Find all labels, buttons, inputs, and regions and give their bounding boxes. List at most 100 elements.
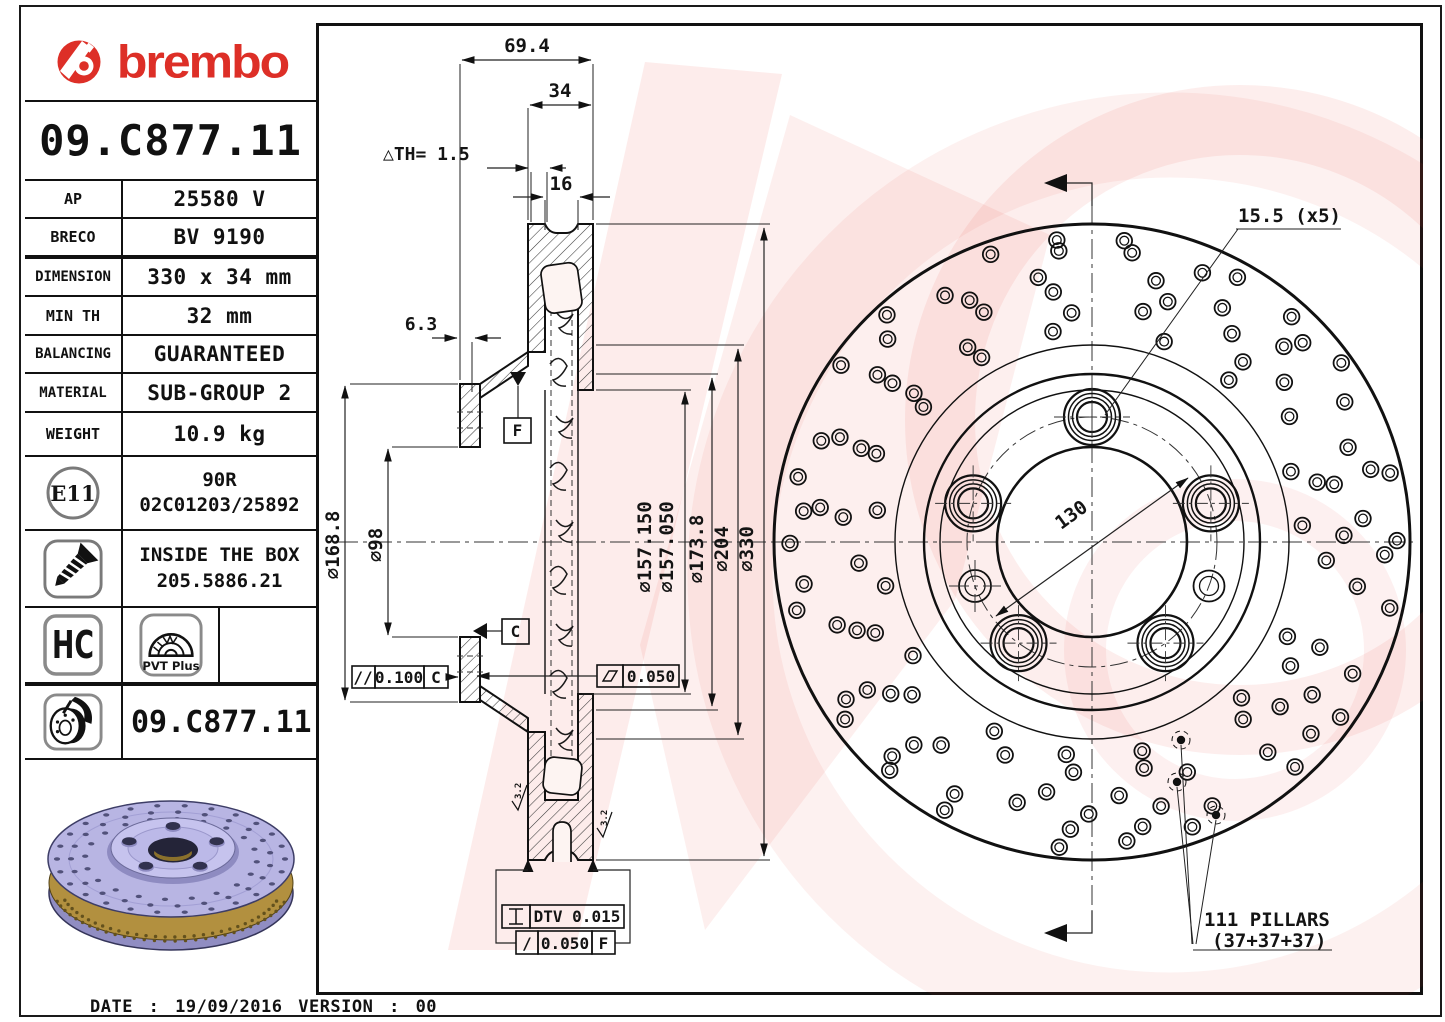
spec-value: SUB-GROUP 2 — [147, 380, 292, 405]
bolt-holes-3d — [121, 822, 225, 872]
vent-band-texture — [55, 898, 286, 943]
flatness-symbol — [601, 670, 619, 682]
dim-vent-width: 16 — [550, 173, 573, 195]
spec-label: BRECO — [50, 228, 96, 246]
datum-f-label: F — [513, 421, 523, 440]
part-number: 09.C877.11 — [39, 116, 302, 165]
spec-value: 32 mm — [186, 303, 253, 328]
hc-label: HC — [52, 623, 94, 667]
pillars-line2: (37+37+37) — [1212, 930, 1326, 952]
badges-row: HC PVT Plus — [25, 608, 316, 686]
dia-outer: ⌀330 — [736, 526, 758, 572]
spec-panel: brembo 09.C877.11 AP 25580 V BRECO BV 91… — [25, 23, 319, 995]
pvt-plus-label: PVT Plus — [142, 659, 199, 673]
spec-row-breco: BRECO BV 9190 — [25, 219, 316, 259]
spec-label: MATERIAL — [39, 384, 107, 401]
spec-label: DIMENSION — [35, 269, 111, 285]
svg-text:3.2: 3.2 — [514, 783, 524, 799]
svg-text:3.2: 3.2 — [600, 810, 610, 826]
spec-row-dimension: DIMENSION 330 x 34 mm — [25, 259, 316, 297]
hat-circle — [922, 372, 1262, 712]
datum-c-triangle — [473, 623, 487, 639]
cross-drilled-hole-section-bottom — [542, 756, 583, 796]
spec-value: 25580 V — [173, 187, 266, 211]
locating-hole-right — [1192, 569, 1226, 603]
pillars-callout: 111 PILLARS (37+37+37) — [1167, 730, 1332, 952]
homologation-row: E11 90R 02C01203/25892 — [25, 457, 316, 531]
e11-badge-icon: E11 — [46, 466, 100, 520]
homologation-line1: 90R — [202, 468, 237, 491]
brembo-logo: brembo — [25, 23, 316, 102]
dtv-runout-tolerances: DTV 0.015 / 0.050 F — [495, 859, 631, 955]
spec-value: 330 x 34 mm — [147, 265, 292, 289]
dia-inner-step-1: ⌀157.150 — [634, 501, 656, 593]
vent-pillars-detail — [549, 311, 574, 751]
dim-flange-thickness: 6.3 — [405, 314, 438, 335]
dim-total-width: 69.4 — [504, 35, 550, 57]
runout-symbol: / — [522, 934, 532, 953]
e11-mark: E11 — [50, 481, 95, 506]
inside-box-line2: 205.5886.21 — [156, 569, 283, 592]
footer-part-number: 09.C877.11 — [131, 704, 312, 740]
dim-disc-thickness: 34 — [549, 80, 572, 102]
inside-the-box-row: INSIDE THE BOX 205.5886.21 — [25, 531, 316, 608]
spec-row-weight: WEIGHT 10.9 kg — [25, 413, 316, 457]
dia-inner-step-2: ⌀157.050 — [656, 501, 678, 593]
pvt-plus-badge-icon: PVT Plus — [138, 613, 203, 677]
svg-text:C: C — [431, 668, 441, 687]
dtv-value: DTV 0.015 — [534, 907, 621, 926]
brembo-emblem-icon — [57, 40, 101, 83]
bolt-hole-size: 15.5 (x5) — [1238, 205, 1341, 227]
spec-row-balancing: BALANCING GUARANTEED — [25, 336, 316, 374]
friction-inner-circle — [894, 344, 1290, 740]
parallelism-symbol: // — [353, 668, 372, 687]
cross-section-view: 69.4 34 △TH= 1.5 16 6.3 ⌀168.8 ⌀98 ⌀157.… — [322, 35, 812, 955]
flatness-tolerance: 0.050 — [476, 664, 680, 688]
dia-flange: ⌀168.8 — [322, 511, 344, 580]
front-view: 15.5 (x5) 130 111 PILLARS (37+37+37) — [772, 174, 1414, 952]
homologation-line2: 02C01203/25892 — [139, 494, 300, 516]
svg-text:0.050: 0.050 — [541, 934, 589, 953]
vent-outlet-slot — [552, 821, 572, 862]
svg-text:0.050: 0.050 — [627, 667, 675, 686]
spec-label: MIN TH — [45, 306, 101, 325]
hc-badge-icon: HC — [43, 614, 103, 676]
sheet-outer-border — [19, 5, 1442, 1017]
dtv-symbol — [509, 908, 523, 925]
spec-value: BV 9190 — [173, 225, 266, 249]
brembo-watermark — [448, 62, 1423, 995]
bolt-circle — [966, 416, 1218, 668]
svg-text:F: F — [599, 934, 609, 953]
product-photo — [25, 760, 316, 995]
part-number-box: 09.C877.11 — [25, 102, 316, 181]
spec-value: GUARANTEED — [153, 342, 286, 366]
datum-c-label: C — [511, 622, 521, 641]
hat-flange-bottom — [459, 636, 481, 703]
locating-hole-left — [949, 560, 1001, 612]
drilled-holes-pattern — [781, 231, 1406, 856]
dia-friction-inner: ⌀204 — [711, 526, 733, 572]
brand-wordmark: brembo — [116, 35, 290, 88]
dim-min-th: △TH= 1.5 — [383, 144, 470, 165]
inside-box-line1: INSIDE THE BOX — [139, 544, 300, 567]
spec-row-material: MATERIAL SUB-GROUP 2 — [25, 374, 316, 413]
spec-label: WEIGHT — [45, 425, 101, 443]
date-version-line: DATE : 19/09/2016 VERSION : 00 — [90, 997, 438, 1017]
parallelism-tolerance: // 0.100 C — [351, 665, 459, 689]
roughness-mark-right: 3.2 — [596, 810, 613, 839]
section-arrow-bottom — [1044, 911, 1093, 942]
section-arrow-top — [1044, 174, 1093, 206]
spec-row-minth: MIN TH 32 mm — [25, 297, 316, 336]
cross-drilled-hole-section-top — [540, 261, 583, 314]
spec-label: BALANCING — [35, 346, 111, 362]
spec-value: 10.9 kg — [173, 422, 266, 446]
roughness-mark-left: 3.2 — [511, 783, 528, 812]
disc-3d-render — [47, 800, 295, 951]
hat-flange-top — [459, 383, 481, 448]
datum-f-triangle — [510, 372, 526, 386]
dia-centre-bore: ⌀98 — [365, 528, 387, 562]
technical-drawing: 69.4 34 △TH= 1.5 16 6.3 ⌀168.8 ⌀98 ⌀157.… — [322, 35, 1423, 995]
spec-row-ap: AP 25580 V — [25, 181, 316, 219]
screw-icon — [43, 538, 103, 599]
